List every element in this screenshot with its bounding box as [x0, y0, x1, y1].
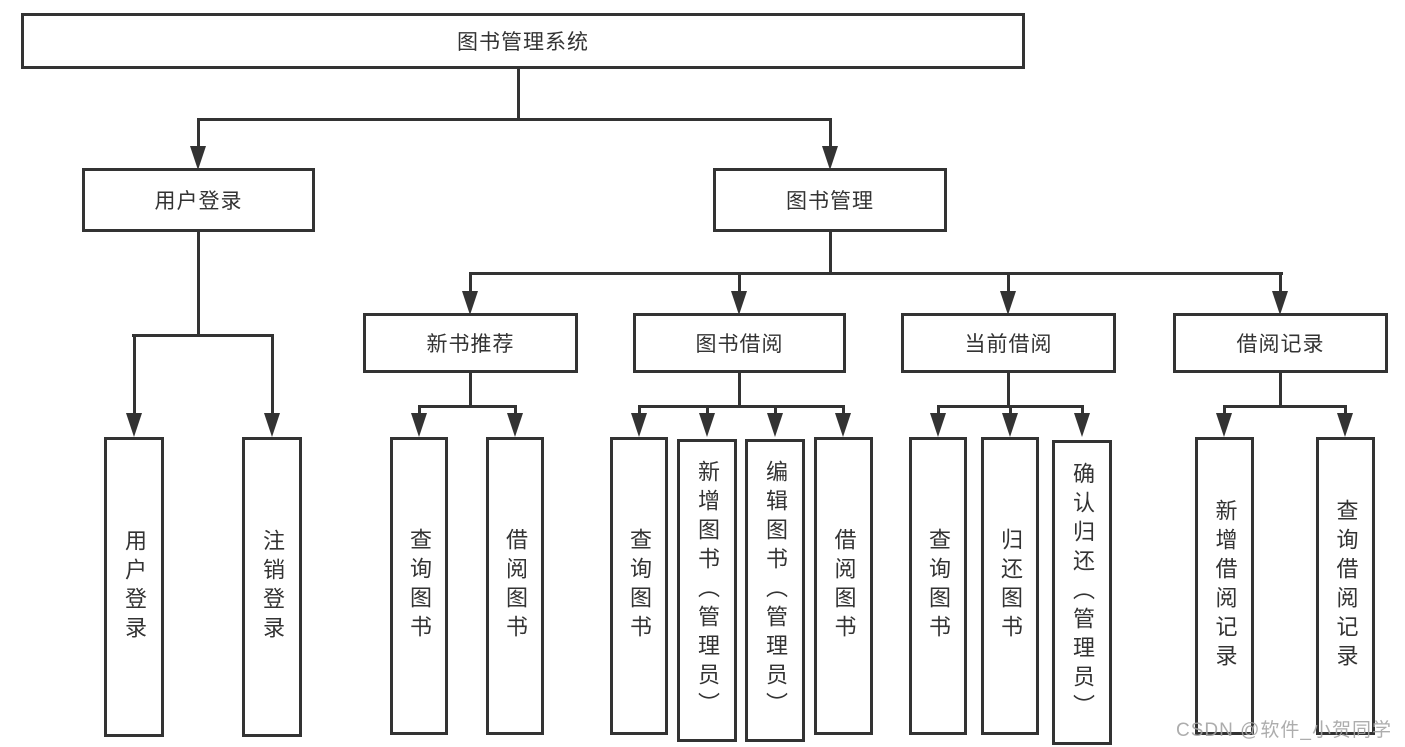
connector-shaft: [1344, 405, 1347, 416]
connector-shaft: [133, 334, 136, 416]
leaf-borrow-books-2: 借阅图书: [814, 437, 873, 735]
node-root-label: 图书管理系统: [457, 31, 589, 54]
arrow-down-icon: [930, 413, 946, 437]
connector-shaft: [638, 405, 641, 416]
connector-shaft: [738, 272, 741, 294]
connector-shaft: [937, 405, 940, 416]
arrow-down-icon: [411, 413, 427, 437]
leaf-query-books-1: 查询图书: [390, 437, 448, 735]
leaf-add-borrow-record-label: 新增借阅记录: [1212, 499, 1238, 673]
connector-shaft: [1223, 405, 1226, 416]
leaf-borrow-books-2-label: 借阅图书: [831, 528, 857, 644]
node-root: 图书管理系统: [21, 13, 1025, 69]
connector-group-stem: [1007, 373, 1010, 408]
leaf-edit-book-admin: 编辑图书（管理员）: [745, 439, 805, 742]
arrow-down-icon: [835, 413, 851, 437]
leaf-return-books-label: 归还图书: [998, 528, 1023, 644]
connector-group-rail: [638, 405, 845, 408]
arrow-down-icon: [1074, 413, 1090, 437]
connector-book-management-stem: [829, 232, 832, 275]
connector-shaft: [1007, 272, 1010, 294]
connector-shaft: [706, 405, 709, 416]
node-borrow-records-label: 借阅记录: [1236, 333, 1325, 356]
arrow-down-icon: [631, 413, 647, 437]
connector-user-login-stem: [197, 232, 200, 337]
arrow-down-icon: [264, 413, 280, 437]
node-new-book-recommend: 新书推荐: [363, 313, 578, 373]
connector-user-login-rail: [132, 334, 274, 337]
arrow-down-icon: [767, 413, 783, 437]
leaf-confirm-return-admin-label: 确认归还（管理员）: [1070, 462, 1095, 723]
node-user-login-label: 用户登录: [154, 190, 243, 213]
leaf-query-books-3: 查询图书: [909, 437, 967, 735]
node-new-book-recommend-label: 新书推荐: [426, 333, 515, 356]
arrow-down-icon: [822, 146, 838, 170]
leaf-confirm-return-admin: 确认归还（管理员）: [1052, 440, 1112, 745]
connector-group-stem: [1279, 373, 1282, 408]
leaf-add-book-admin: 新增图书（管理员）: [677, 439, 737, 742]
leaf-query-borrow-record-label: 查询借阅记录: [1333, 499, 1359, 673]
csdn-watermark: CSDN @软件_小贺同学: [1176, 720, 1392, 741]
arrow-down-icon: [699, 413, 715, 437]
leaf-user-login: 用户登录: [104, 437, 164, 737]
connector-shaft: [418, 405, 421, 416]
node-book-management: 图书管理: [713, 168, 947, 232]
arrow-down-icon: [1216, 413, 1232, 437]
arrow-down-icon: [126, 413, 142, 437]
leaf-return-books: 归还图书: [981, 437, 1039, 735]
node-book-management-label: 图书管理: [786, 190, 874, 213]
leaf-borrow-books-1-label: 借阅图书: [503, 528, 528, 644]
connector-group-rail: [418, 405, 517, 408]
leaf-borrow-books-1: 借阅图书: [486, 437, 544, 735]
connector-shaft: [197, 118, 200, 148]
node-current-borrow: 当前借阅: [901, 313, 1116, 373]
connector-shaft: [271, 334, 274, 416]
arrow-down-icon: [1000, 291, 1016, 315]
leaf-logout-label: 注销登录: [260, 529, 285, 645]
connector-shaft: [1081, 405, 1084, 416]
leaf-query-books-2: 查询图书: [610, 437, 668, 735]
leaf-query-books-2-label: 查询图书: [627, 528, 652, 644]
arrow-down-icon: [1272, 291, 1288, 315]
leaf-add-borrow-record: 新增借阅记录: [1195, 437, 1254, 735]
connector-level2-rail: [197, 118, 832, 121]
arrow-down-icon: [462, 291, 478, 315]
connector-shaft: [774, 405, 777, 416]
arrow-down-icon: [507, 413, 523, 437]
leaf-edit-book-admin-label: 编辑图书（管理员）: [763, 460, 788, 721]
connector-shaft: [469, 272, 472, 294]
connector-shaft: [1279, 272, 1282, 294]
leaf-logout: 注销登录: [242, 437, 302, 737]
node-current-borrow-label: 当前借阅: [964, 333, 1053, 356]
node-borrow-records: 借阅记录: [1173, 313, 1388, 373]
node-book-borrow-label: 图书借阅: [695, 333, 784, 356]
connector-level3-rail: [469, 272, 1283, 275]
connector-root-stem: [517, 69, 520, 121]
leaf-add-book-admin-label: 新增图书（管理员）: [695, 460, 720, 721]
node-book-borrow: 图书借阅: [633, 313, 846, 373]
leaf-query-books-3-label: 查询图书: [926, 528, 951, 644]
leaf-user-login-label: 用户登录: [122, 529, 147, 645]
connector-shaft: [842, 405, 845, 416]
arrow-down-icon: [731, 291, 747, 315]
connector-group-stem: [469, 373, 472, 408]
connector-group-stem: [738, 373, 741, 408]
connector-shaft: [1009, 405, 1012, 416]
arrow-down-icon: [190, 146, 206, 170]
arrow-down-icon: [1337, 413, 1353, 437]
node-user-login: 用户登录: [82, 168, 315, 232]
connector-shaft: [829, 118, 832, 148]
arrow-down-icon: [1002, 413, 1018, 437]
leaf-query-books-1-label: 查询图书: [407, 528, 432, 644]
connector-shaft: [514, 405, 517, 416]
leaf-query-borrow-record: 查询借阅记录: [1316, 437, 1375, 735]
connector-group-rail: [1223, 405, 1347, 408]
